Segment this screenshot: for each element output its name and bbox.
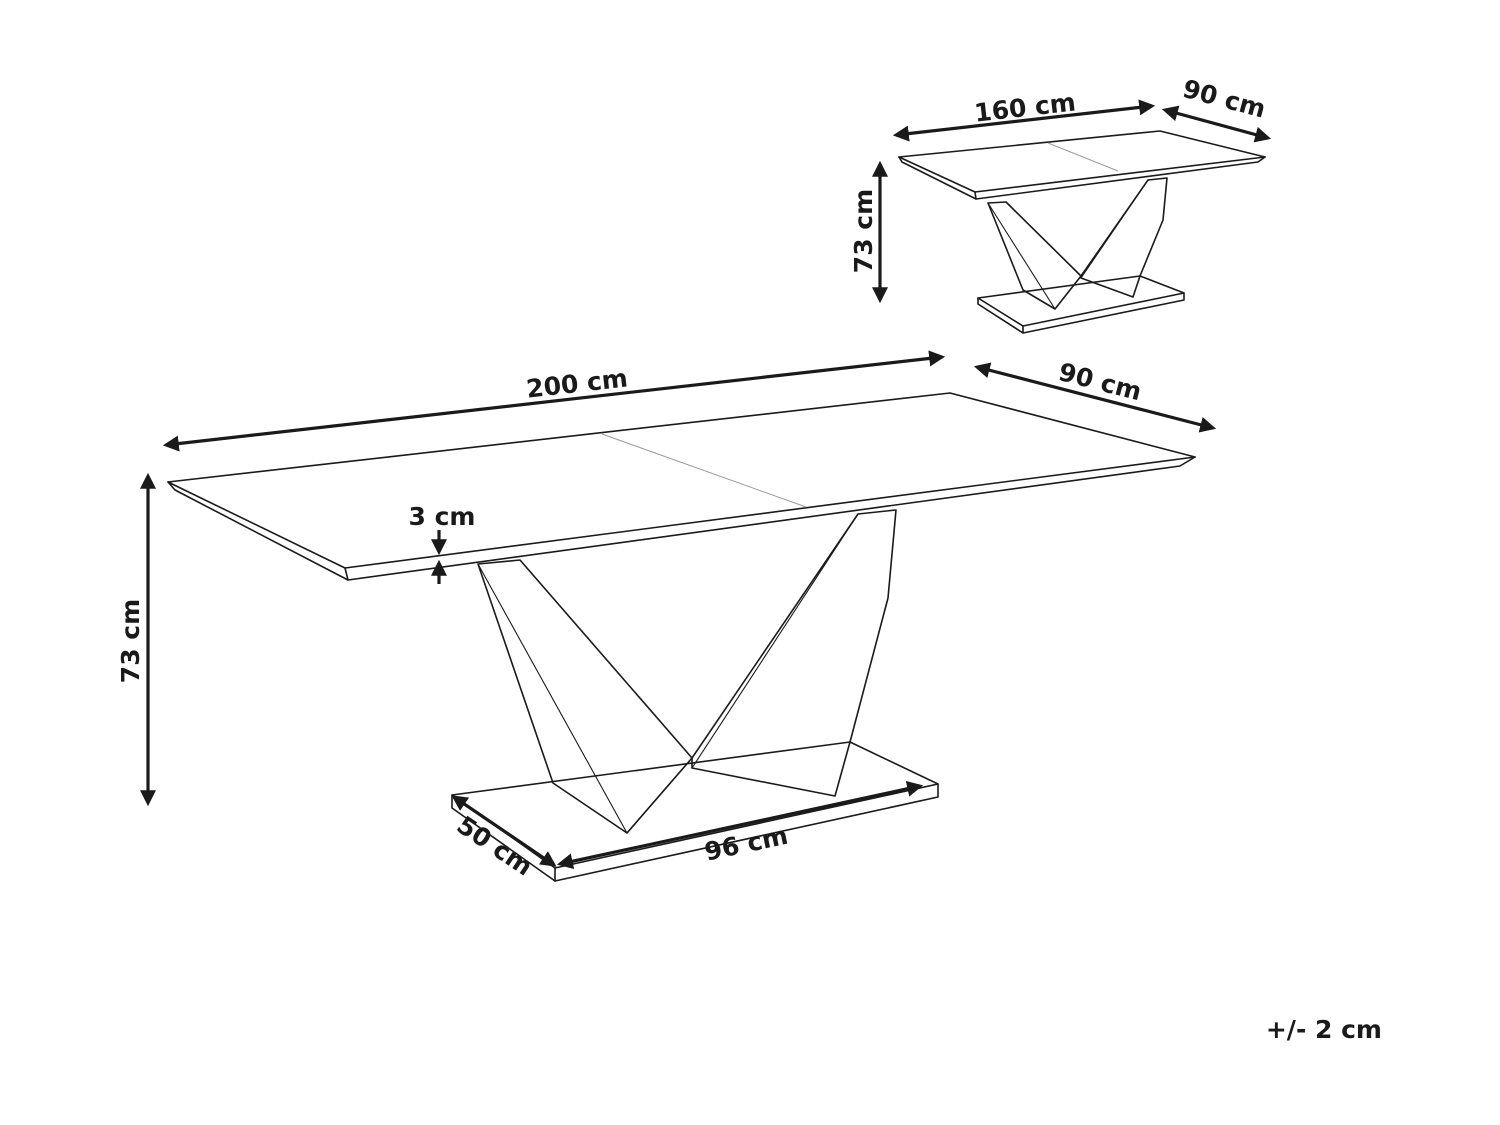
length-dimension-arrow xyxy=(162,350,946,452)
compact-height-label: 73 cm xyxy=(849,189,878,273)
compact-length-arrow xyxy=(892,99,1156,142)
pedestal xyxy=(477,509,897,834)
base-width-arrow xyxy=(556,780,924,870)
compact-pedestal xyxy=(987,177,1168,310)
compact-table-illustration: 160 cm 90 cm 73 cm xyxy=(849,74,1272,334)
compact-base-plate xyxy=(977,275,1185,334)
base-depth-arrow xyxy=(451,795,557,867)
extended-table-illustration: 200 cm 90 cm 73 cm 3 cm 96 cm 50 cm xyxy=(116,350,1217,882)
base-width-label: 96 cm xyxy=(702,821,791,867)
thickness-label: 3 cm xyxy=(409,502,476,531)
depth-dimension-arrow xyxy=(973,362,1217,433)
table-top xyxy=(167,392,1196,581)
compact-length-label: 160 cm xyxy=(973,87,1077,127)
compact-depth-arrow xyxy=(1161,105,1272,143)
length-label: 200 cm xyxy=(525,363,629,403)
compact-table-top xyxy=(898,130,1266,200)
height-label: 73 cm xyxy=(116,599,145,683)
tolerance-note: +/- 2 cm xyxy=(1266,1015,1382,1044)
